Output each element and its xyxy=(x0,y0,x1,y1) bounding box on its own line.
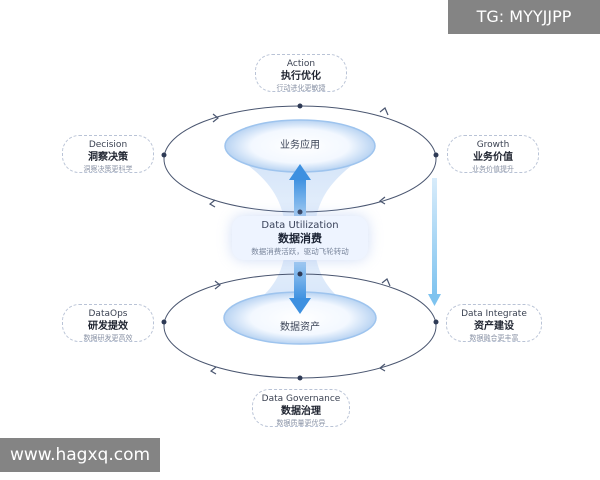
node-governance-cn: 数据治理 xyxy=(281,406,321,417)
node-integrate-cn: 资产建设 xyxy=(474,321,514,332)
node-growth-en: Growth xyxy=(476,140,510,150)
watermark-top: TG: MYYJJPP xyxy=(448,0,600,34)
growth-to-integrate-arrow xyxy=(428,178,441,306)
node-action: Action 执行优化 行动进化更敏捷 xyxy=(255,54,347,92)
node-integrate-en: Data Integrate xyxy=(461,309,527,319)
down-arrow xyxy=(289,262,311,314)
node-integrate-sub: 数据融合更丰富 xyxy=(469,334,519,342)
bottom-ring-label: 数据资产 xyxy=(280,322,320,333)
center-sub: 数据消费活跃，驱动飞轮转动 xyxy=(251,247,349,256)
node-decision-cn: 洞察决策 xyxy=(88,152,128,163)
node-growth-sub: 业务价值提升 xyxy=(472,165,514,173)
node-dataops-cn: 研发提效 xyxy=(88,321,128,332)
node-decision-sub: 洞察决策更科学 xyxy=(83,165,133,173)
node-action-sub: 行动进化更敏捷 xyxy=(276,84,326,92)
node-governance-sub: 数据质量更优异 xyxy=(276,419,326,427)
node-dataops: DataOps 研发提效 数据研发更高效 xyxy=(62,304,154,342)
up-arrow xyxy=(289,164,311,216)
ring-dots xyxy=(161,103,439,381)
node-growth-cn: 业务价值 xyxy=(473,152,513,163)
node-action-en: Action xyxy=(286,59,316,69)
ring-direction-chevrons xyxy=(208,107,391,375)
center-en: Data Utilization xyxy=(261,220,339,231)
watermark-bottom: www.hagxq.com xyxy=(0,438,160,472)
node-action-cn: 执行优化 xyxy=(281,71,321,82)
node-data-governance: Data Governance 数据治理 数据质量更优异 xyxy=(252,389,350,427)
node-dataops-sub: 数据研发更高效 xyxy=(83,334,133,342)
node-data-integrate: Data Integrate 资产建设 数据融合更丰富 xyxy=(446,304,542,342)
node-dataops-en: DataOps xyxy=(88,309,128,319)
center-cn: 数据消费 xyxy=(278,232,322,245)
node-governance-en: Data Governance xyxy=(261,394,341,404)
data-utilization-card: Data Utilization 数据消费 数据消费活跃，驱动飞轮转动 xyxy=(232,216,368,260)
node-decision: Decision 洞察决策 洞察决策更科学 xyxy=(62,135,154,173)
node-decision-en: Decision xyxy=(88,140,128,150)
node-growth: Growth 业务价值 业务价值提升 xyxy=(447,135,539,173)
top-ring-label: 业务应用 xyxy=(280,140,320,151)
